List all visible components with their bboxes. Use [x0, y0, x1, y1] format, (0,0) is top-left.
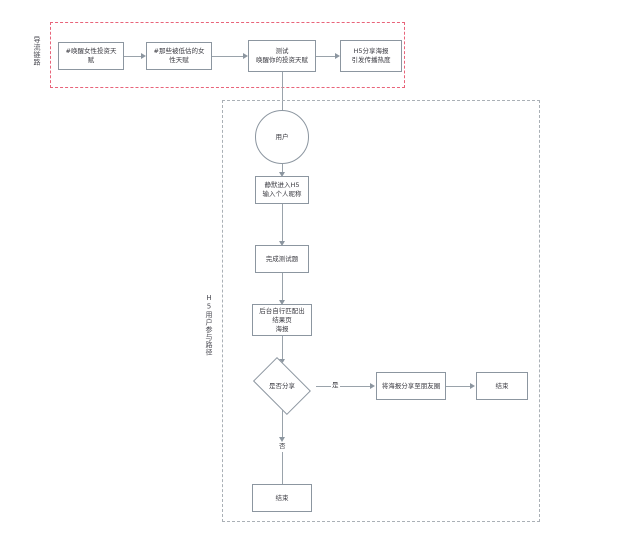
node-share-decision-label: 是否分享	[269, 381, 295, 390]
arrow-user-enterh5-icon	[279, 172, 285, 177]
node-share-to-moments-label: 将海报分享至朋友圈	[381, 381, 441, 390]
arrow-enterh5-finishquiz-icon	[279, 241, 285, 246]
edge-user-enterh5	[282, 164, 283, 174]
node-backend-match-label: 后台自行匹配出结果页 海报	[259, 306, 305, 333]
edge-topic3-to-user	[282, 72, 283, 112]
node-enter-h5-label: 静默进入H5 输入个人昵称	[262, 181, 302, 198]
arrow-decision-no-icon	[279, 437, 285, 442]
node-user-label: 用户	[275, 132, 289, 141]
node-topic-3[interactable]: 测试 唤醒你的投资天赋	[248, 40, 316, 72]
h5-lane-container	[222, 100, 540, 522]
edge-topic2-topic3	[212, 56, 244, 57]
arrow-decision-yes-icon	[370, 383, 375, 389]
node-end-bottom[interactable]: 结束	[252, 484, 312, 512]
edge-backend-decision	[282, 336, 283, 362]
edge-label-yes: 是	[331, 381, 340, 390]
h5-lane-title: H5用户参与路径	[205, 294, 213, 356]
node-topic-3-label: 测试 唤醒你的投资天赋	[256, 47, 308, 64]
edge-share-endright	[446, 386, 471, 387]
node-topic-1-label: #唤醒女性投资天赋	[65, 47, 117, 64]
node-end-right-label: 结束	[495, 381, 509, 390]
node-finish-quiz-label: 完成测试题	[265, 254, 299, 263]
node-share-decision[interactable]: 是否分享	[248, 357, 316, 415]
node-backend-match[interactable]: 后台自行匹配出结果页 海报	[252, 304, 312, 336]
arrow-topic3-topic4-icon	[335, 53, 340, 59]
node-end-bottom-label: 结束	[275, 493, 289, 502]
edge-enterh5-finishquiz	[282, 204, 283, 244]
edge-finishquiz-backend	[282, 273, 283, 303]
node-topic-2[interactable]: #那些被低估的女性天赋	[146, 42, 212, 70]
node-topic-4-label: H5分享海报 引发传播热度	[351, 47, 391, 64]
node-user[interactable]: 用户	[255, 110, 309, 164]
edge-decision-no-lower	[282, 452, 283, 484]
traffic-lane-title: 导流链路	[33, 36, 41, 66]
edge-decision-yes	[316, 386, 371, 387]
node-topic-1[interactable]: #唤醒女性投资天赋	[58, 42, 124, 70]
arrow-share-endright-icon	[470, 383, 475, 389]
node-topic-2-label: #那些被低估的女性天赋	[153, 47, 205, 64]
edge-topic1-topic2	[124, 56, 142, 57]
edge-topic3-topic4	[316, 56, 336, 57]
node-topic-4[interactable]: H5分享海报 引发传播热度	[340, 40, 402, 72]
edge-decision-no-upper	[282, 410, 283, 440]
arrow-topic2-topic3-icon	[243, 53, 248, 59]
node-enter-h5[interactable]: 静默进入H5 输入个人昵称	[255, 176, 309, 204]
edge-label-no: 否	[278, 442, 287, 451]
traffic-lane-container	[50, 22, 405, 88]
arrow-finishquiz-backend-icon	[279, 300, 285, 305]
node-end-right[interactable]: 结束	[476, 372, 528, 400]
node-finish-quiz[interactable]: 完成测试题	[255, 245, 309, 273]
node-share-to-moments[interactable]: 将海报分享至朋友圈	[376, 372, 446, 400]
arrow-topic1-topic2-icon	[141, 53, 146, 59]
